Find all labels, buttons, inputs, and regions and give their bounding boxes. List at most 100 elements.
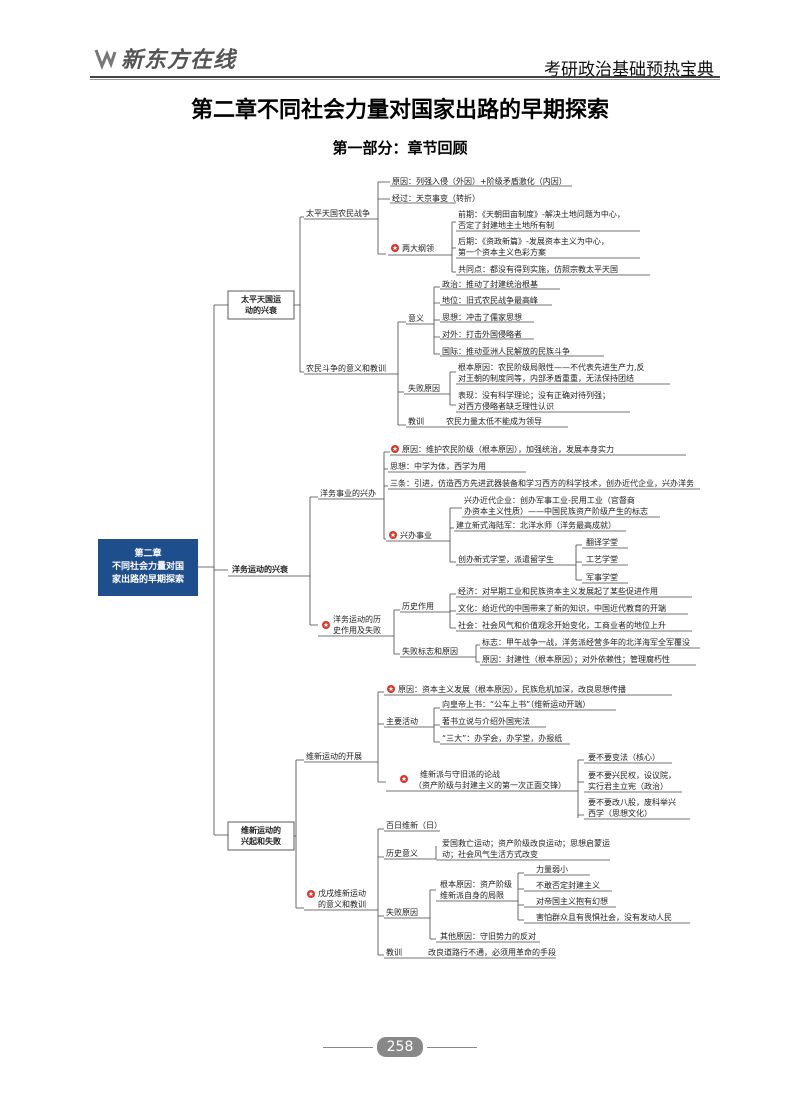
wx-r2: 不敢否定封建主义 bbox=[536, 880, 600, 890]
wx-hist-label: 历史意义 bbox=[386, 848, 418, 858]
yw-thought: 思想：中学为体，西学为用 bbox=[390, 461, 486, 471]
yw-fail-connectors bbox=[400, 644, 480, 663]
weixin-label-1: 维新运动的 bbox=[241, 825, 281, 835]
yangwu-label: 洋务运动的兴衰 bbox=[232, 564, 289, 574]
wx-a2: 著书立说与介绍外国宪法 bbox=[442, 716, 530, 726]
wx-hundred-days: 百日维新（日） bbox=[386, 820, 442, 830]
page-number-area: 258 bbox=[0, 1037, 800, 1057]
wx-d1: 要不要变法（核心） bbox=[588, 752, 660, 762]
yangwu-connectors bbox=[228, 496, 318, 626]
tp-m2: 地位：旧式农民战争最高峰 bbox=[442, 295, 538, 305]
wx-root-connectors bbox=[436, 872, 524, 921]
star-icon bbox=[391, 445, 399, 453]
tp-meaning-connectors bbox=[406, 286, 440, 355]
yw-ent-connectors bbox=[386, 507, 462, 563]
taiping-branch1: 太平天国农民战争 bbox=[306, 208, 370, 218]
wx-d3-1: 要不要改八股，废科举兴 bbox=[588, 797, 676, 807]
tp-docs-label: 两大纲领 bbox=[402, 243, 434, 253]
wx-root-label-2: 维新派自身的局限 bbox=[440, 890, 504, 900]
wx-h1-1: 爱国救亡运动；资产阶级改良运动；思想启蒙运 bbox=[442, 838, 610, 848]
logo-icon bbox=[94, 49, 117, 70]
tp-docs-connectors bbox=[388, 221, 456, 273]
tp-doc2-2: 第一个资本主义色彩方案 bbox=[458, 247, 546, 257]
wx-fail-label: 失败原因 bbox=[386, 907, 418, 917]
weixin-branch2-1: 戊戌维新运动 bbox=[318, 888, 366, 898]
tp-f2-1: 表现：没有科学理论；没有正确对待列强； bbox=[458, 390, 610, 400]
taiping-connectors bbox=[294, 216, 304, 373]
wx-act-label: 主要活动 bbox=[386, 716, 418, 726]
taiping-b1-connectors bbox=[304, 181, 390, 255]
star-icon bbox=[389, 531, 397, 539]
tp-lesson: 农民力量太低不能成为领导 bbox=[446, 416, 542, 426]
yw-fl2: 原因：封建性（根本原因）；对外依赖性；管理腐朽性 bbox=[482, 654, 670, 664]
tp-m1: 政治：推动了封建统治根基 bbox=[442, 279, 538, 289]
header-divider-thin bbox=[90, 79, 720, 80]
weixin-node bbox=[227, 821, 295, 851]
page-number-line-right bbox=[427, 1046, 478, 1048]
tp-f1-1: 根本原因：农民阶级局限性——不代表先进生产力,反 bbox=[458, 362, 645, 372]
taiping-branch2: 农民斗争的意义和教训 bbox=[306, 363, 386, 373]
wx-d2-2: 实行君主立宪（政治） bbox=[588, 781, 668, 791]
wx-other: 其他原因：守旧势力的反对 bbox=[440, 931, 536, 941]
page-header: 新东方在线 考研政治基础预热宝典 bbox=[0, 0, 800, 80]
wx-debate-connectors bbox=[386, 759, 584, 818]
yw-e3-item-3: 军事学堂 bbox=[586, 572, 618, 582]
yw-cause: 原因：维护农民阶级（根本原因），加强统治，发展本身实力 bbox=[402, 444, 614, 454]
tp-doc1-2: 否定了封建地主土地所有制 bbox=[458, 220, 554, 230]
yw-e3-label: 创办新式学堂，派遣留学生 bbox=[458, 554, 554, 564]
root-node bbox=[98, 539, 198, 596]
taiping-b2-connectors bbox=[304, 321, 406, 426]
tp-process: 经过：天京事变（转折） bbox=[392, 193, 480, 203]
root-line-1: 第二章 bbox=[134, 547, 161, 559]
tp-m3: 思想：冲击了儒家思想 bbox=[442, 312, 522, 322]
tp-doc3: 共同点：都没有得到实施，仿照宗教太平天国 bbox=[458, 264, 618, 274]
yw-e1-1: 兴办近代企业：创办军事工业-民用工业（官督商 bbox=[464, 495, 635, 505]
wx-debate-1: 维新派与守旧派的论战 bbox=[420, 769, 500, 779]
yw-three: 三条：引进，仿造西方先进武器装备和学习西方的科学技术，创办近代企业，兴办洋务 bbox=[390, 478, 694, 488]
yw-e1-2: 办资本主义性质）——中国民族资产阶级产生的标志 bbox=[464, 506, 648, 516]
wx-hist-connectors bbox=[384, 846, 437, 860]
wx-root-label-1: 根本原因：资产阶级 bbox=[440, 879, 512, 889]
taiping-label-1: 太平天国运 bbox=[240, 294, 281, 304]
yw-b1-connectors bbox=[318, 451, 390, 540]
tp-cause: 原因：列强入侵（外因）+阶级矛盾激化（内因） bbox=[392, 176, 567, 186]
wx-fail-connectors bbox=[384, 889, 436, 940]
yangwu-branch2-2: 史作用及失败 bbox=[333, 625, 381, 635]
tp-lesson-label: 教训 bbox=[408, 416, 424, 426]
wx-a1: 向皇帝上书：“公车上书”（维新运动开端） bbox=[442, 699, 590, 709]
wx-r3: 对帝国主义抱有幻想 bbox=[536, 896, 608, 906]
yw-e3-item-2: 工艺学堂 bbox=[586, 554, 618, 564]
weixin-branch2-2: 的意义和教训 bbox=[318, 899, 366, 909]
yw-e2: 建立新式海陆军：北洋水师（洋务最高成就） bbox=[456, 520, 616, 530]
tp-fail-connectors bbox=[404, 371, 456, 406]
wx-d2-1: 要不要兴民权，设议院， bbox=[588, 770, 676, 780]
star-icon bbox=[400, 775, 408, 783]
yw-fl1: 标志：甲午战争一战，洋务派经营多年的北洋海军全军覆没 bbox=[482, 637, 690, 647]
star-icon bbox=[322, 621, 330, 629]
wx-debate-2: （资产阶级与封建主义的第一次正面交锋） bbox=[414, 780, 566, 790]
yangwu-branch1: 洋务事业的兴办 bbox=[320, 488, 376, 498]
wx-cause: 原因：资本主义发展（根本原因），民族危机加深，改良思想传播 bbox=[398, 684, 626, 694]
wx-b1-connectors bbox=[304, 691, 386, 783]
root-line-2: 不同社会力量对国 bbox=[112, 560, 184, 572]
star-icon bbox=[387, 685, 395, 693]
yw-b2-connectors bbox=[318, 609, 400, 655]
page-number: 258 bbox=[376, 1037, 424, 1057]
root-connectors bbox=[198, 304, 228, 836]
yw-hist-connectors bbox=[400, 593, 456, 629]
taiping-node bbox=[227, 290, 295, 320]
tp-f2-2: 对西方侵略者缺乏理性认识 bbox=[458, 401, 554, 411]
header-divider bbox=[90, 76, 720, 78]
yw-fail-label: 失败标志和原因 bbox=[402, 646, 458, 656]
part-title: 第一部分：章节回顾 bbox=[332, 139, 468, 157]
mind-map: 第二章 不同社会力量对国 家出路的早期探索 太平天国运 动的兴衰 太平天国农民战… bbox=[98, 176, 700, 959]
yw-enterprise-label: 兴办事业 bbox=[400, 530, 432, 540]
star-icon bbox=[391, 244, 399, 252]
logo: 新东方在线 bbox=[93, 42, 236, 74]
book-title: 考研政治基础预热宝典 bbox=[544, 60, 714, 80]
wx-r1: 力量弱小 bbox=[536, 864, 568, 874]
wx-d3-2: 西学（思想文化） bbox=[588, 808, 652, 818]
star-icon bbox=[307, 890, 315, 898]
yw-h3: 社会：社会风气和价值观念开始变化，工商业者的地位上升 bbox=[458, 620, 666, 630]
logo-text: 新东方在线 bbox=[121, 48, 237, 73]
